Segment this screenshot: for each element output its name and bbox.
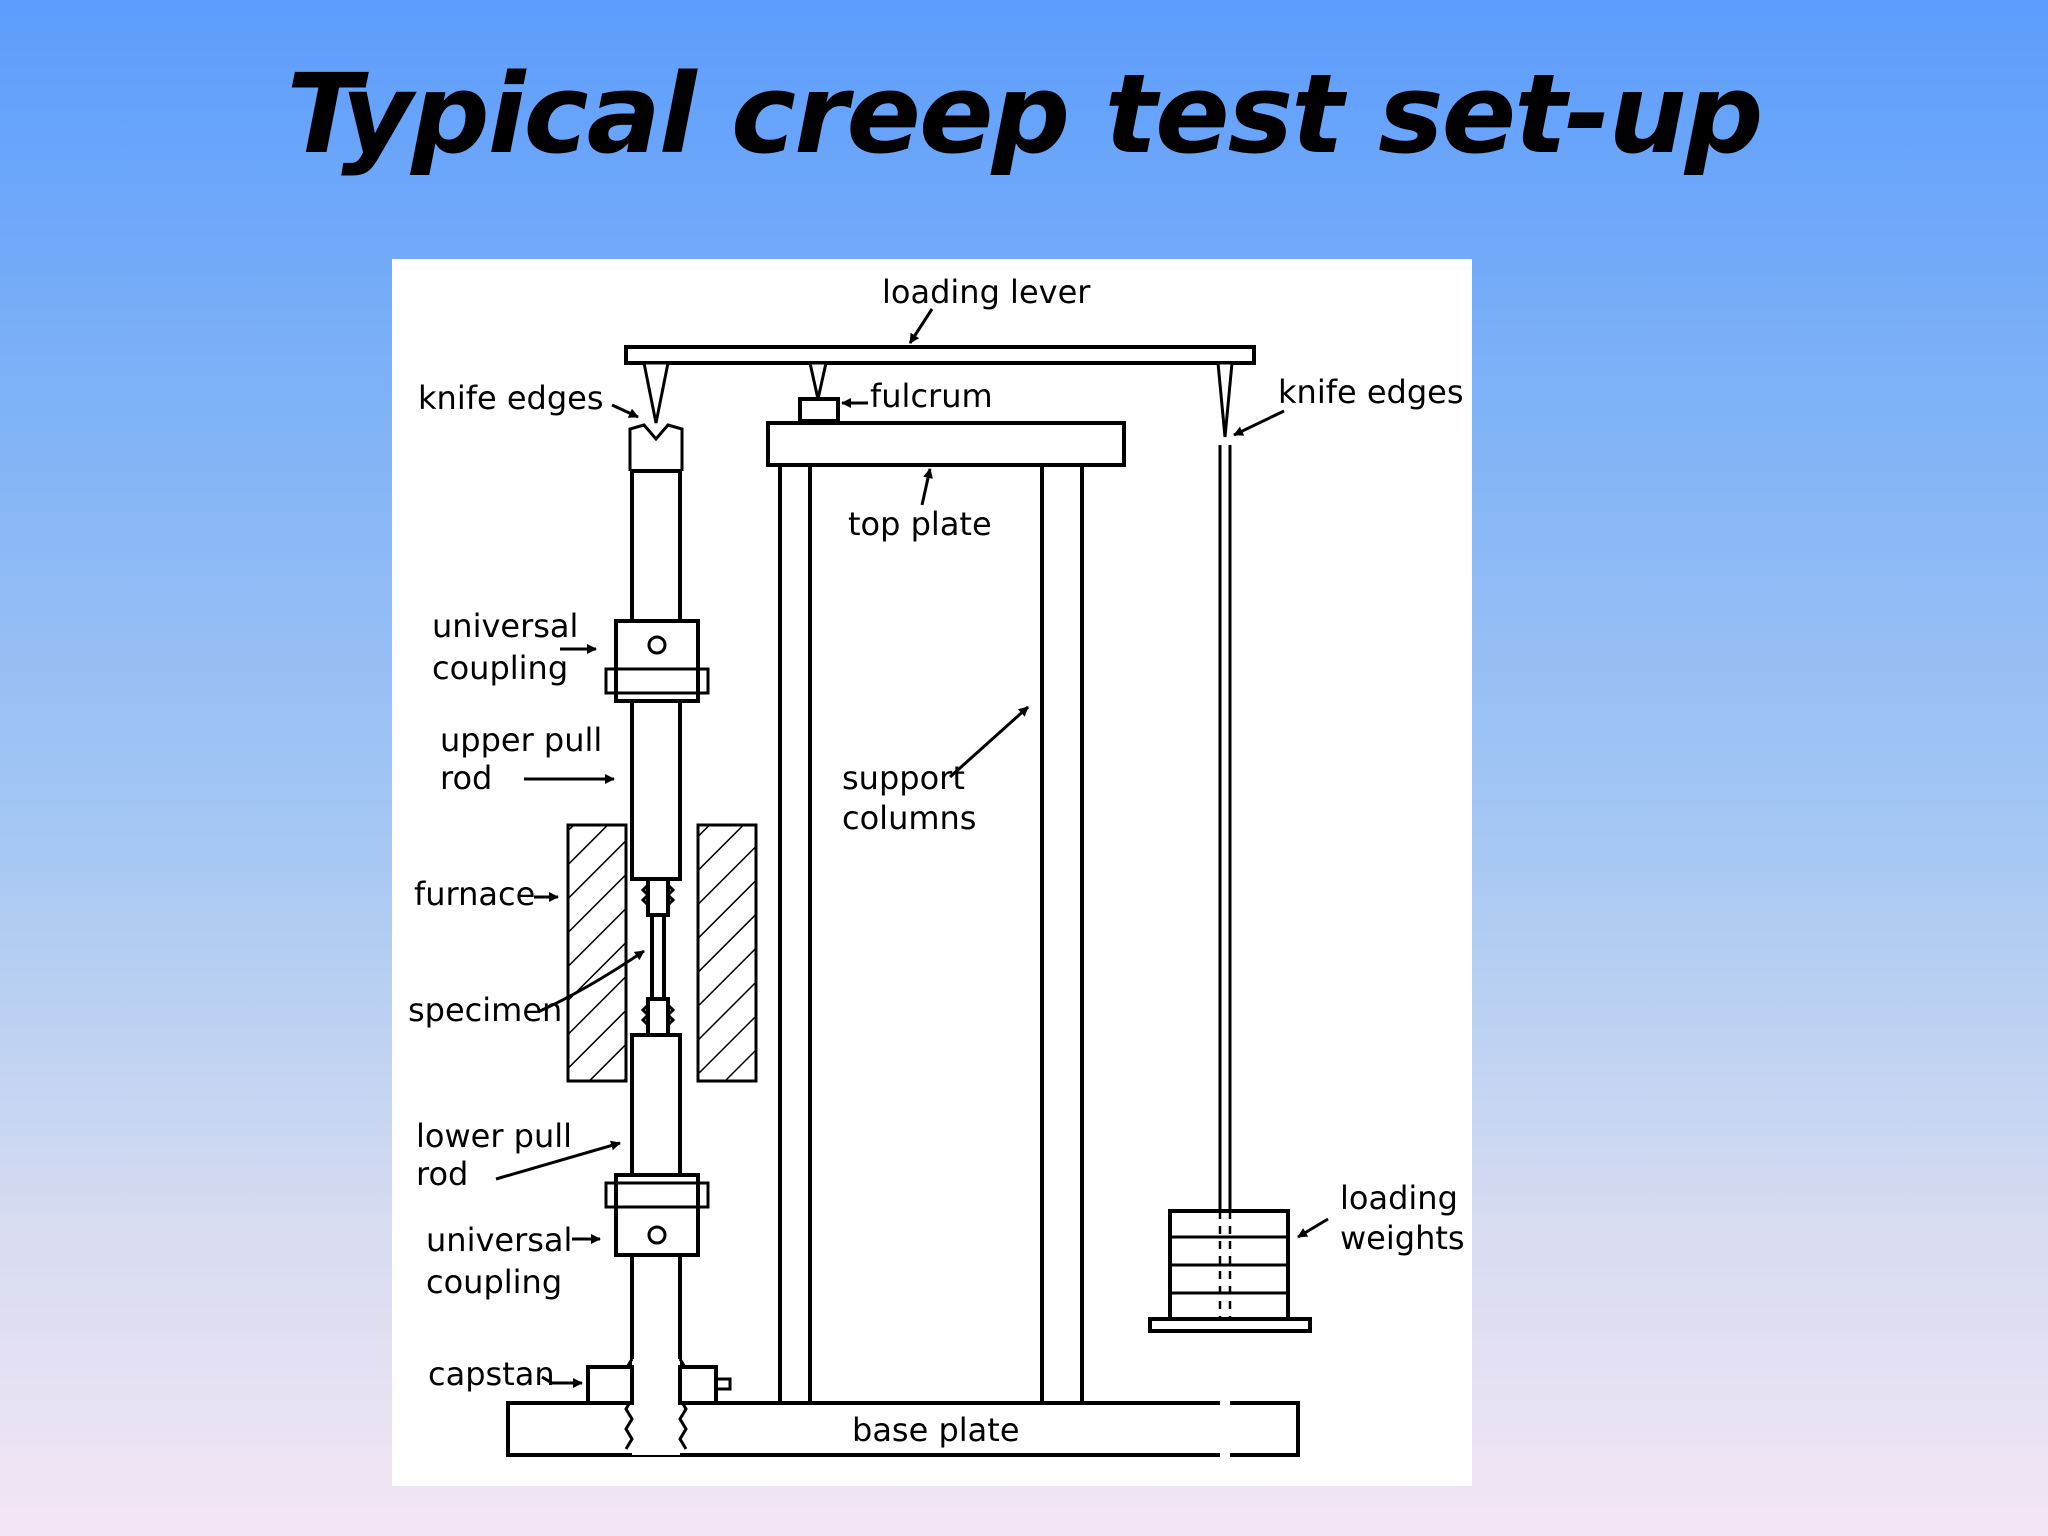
label-universal-coupling-lower-2: coupling	[426, 1263, 562, 1301]
right-knife-edge	[1216, 361, 1234, 438]
label-knife-edges-left: knife edges	[418, 379, 604, 417]
label-knife-edges-right: knife edges	[1278, 373, 1464, 411]
creep-test-diagram: loading lever knife edges fulcrum knife …	[392, 259, 1472, 1486]
label-lower-pull-rod-2: rod	[416, 1155, 468, 1193]
threaded-rod-end	[632, 1359, 680, 1455]
fulcrum-block	[798, 397, 840, 423]
label-top-plate: top plate	[848, 505, 992, 543]
support-column-right	[1040, 463, 1084, 1407]
label-support-columns-1: support	[842, 759, 965, 797]
diagram-svg: loading lever knife edges fulcrum knife …	[408, 273, 1465, 1486]
capstan-right	[678, 1365, 718, 1405]
label-base-plate: base plate	[852, 1411, 1020, 1449]
label-lower-pull-rod-1: lower pull	[416, 1117, 572, 1155]
furnace-left	[566, 823, 628, 1083]
label-universal-coupling-lower-1: universal	[426, 1221, 572, 1259]
left-knife-edge	[642, 361, 670, 424]
loading-lever	[624, 345, 1256, 365]
label-furnace: furnace	[414, 875, 535, 913]
label-support-columns-2: columns	[842, 799, 976, 837]
label-fulcrum: fulcrum	[870, 377, 993, 415]
weight-pan	[1148, 1317, 1312, 1333]
label-loading-weights-2: weights	[1340, 1219, 1465, 1257]
label-universal-coupling-upper-2: coupling	[432, 649, 568, 687]
capstan-left	[586, 1365, 634, 1405]
label-capstan: capstan	[428, 1355, 555, 1393]
upper-universal-coupling	[614, 619, 700, 703]
label-upper-pull-rod-1: upper pull	[440, 721, 602, 759]
weight-hanger-rod	[1220, 445, 1230, 1486]
label-specimen: specimen	[408, 991, 562, 1029]
label-loading-weights-1: loading	[1340, 1179, 1458, 1217]
furnace-right	[696, 823, 758, 1083]
upper-rod-head	[628, 423, 684, 471]
label-loading-lever: loading lever	[882, 273, 1091, 311]
specimen-lower-grip	[646, 997, 670, 1037]
specimen-upper-grip	[646, 877, 670, 917]
slide-title: Typical creep test set-up	[286, 50, 1763, 178]
top-plate	[766, 421, 1126, 467]
specimen-gauge	[650, 913, 666, 1001]
support-column-left	[778, 463, 812, 1407]
label-upper-pull-rod-2: rod	[440, 759, 492, 797]
label-universal-coupling-upper-1: universal	[432, 607, 578, 645]
fulcrum-knife-edge	[808, 361, 828, 400]
